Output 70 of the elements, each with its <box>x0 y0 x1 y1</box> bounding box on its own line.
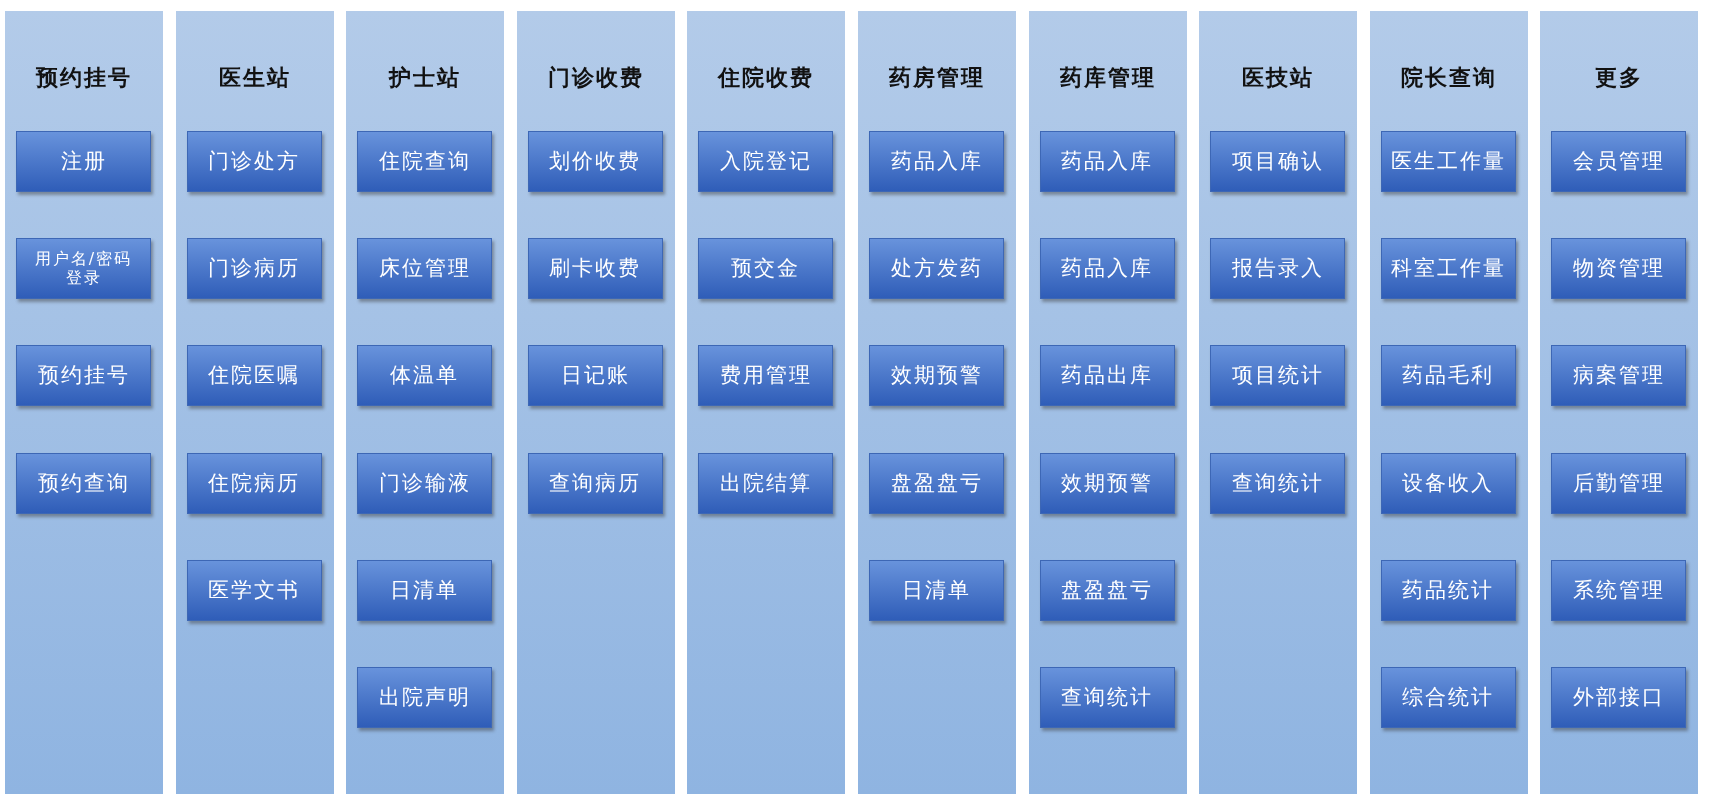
menu-button: 物资管理 <box>1551 238 1687 299</box>
menu-button: 科室工作量 <box>1380 238 1516 299</box>
column-heading: 药库管理 <box>1058 64 1157 92</box>
menu-button: 项目确认 <box>1210 131 1346 192</box>
column-heading: 住院收费 <box>716 64 816 92</box>
column-panel <box>1199 11 1358 794</box>
menu-button: 药品入库 <box>1039 131 1175 192</box>
menu-button: 查询病历 <box>527 453 663 514</box>
column-heading: 门诊收费 <box>546 64 645 92</box>
menu-button: 药品入库 <box>1039 238 1175 299</box>
column-heading: 院长查询 <box>1399 64 1498 92</box>
menu-button: 查询统计 <box>1210 453 1346 514</box>
menu-button: 医生工作量 <box>1380 131 1516 192</box>
menu-button: 药品统计 <box>1380 560 1516 621</box>
menu-button: 综合统计 <box>1380 667 1516 728</box>
menu-button: 日清单 <box>869 560 1004 621</box>
column-panel <box>175 11 334 794</box>
column-panel <box>1369 11 1528 794</box>
column-panel <box>516 11 675 794</box>
menu-button: 住院医嘱 <box>186 345 322 406</box>
menu-button: 预约挂号 <box>16 345 151 406</box>
menu-button: 设备收入 <box>1380 453 1516 514</box>
menu-button: 用户名/密码登录 <box>16 238 151 299</box>
menu-button: 药品毛利 <box>1380 345 1516 406</box>
column-panel <box>346 11 505 794</box>
menu-button: 报告录入 <box>1210 238 1346 299</box>
menu-button: 查询统计 <box>1039 667 1175 728</box>
menu-button: 费用管理 <box>698 345 834 406</box>
menu-button: 门诊病历 <box>186 238 322 299</box>
menu-button: 划价收费 <box>527 131 663 192</box>
menu-button: 住院查询 <box>357 131 493 192</box>
menu-button: 外部接口 <box>1551 667 1687 728</box>
column-heading: 预约挂号 <box>34 64 133 92</box>
column-panel <box>858 11 1016 794</box>
menu-button: 盘盈盘亏 <box>1039 560 1175 621</box>
menu-button: 预约查询 <box>16 453 151 514</box>
menu-button: 病案管理 <box>1551 345 1687 406</box>
menu-button: 预交金 <box>698 238 834 299</box>
menu-button: 效期预警 <box>869 345 1004 406</box>
menu-button: 注册 <box>16 131 151 192</box>
menu-button: 体温单 <box>357 345 493 406</box>
menu-button: 出院声明 <box>357 667 493 728</box>
menu-button: 系统管理 <box>1551 560 1687 621</box>
menu-button: 处方发药 <box>869 238 1004 299</box>
menu-button: 项目统计 <box>1210 345 1346 406</box>
column-heading: 医技站 <box>1241 64 1316 92</box>
column-panel <box>1540 11 1699 794</box>
menu-button: 门诊输液 <box>357 453 493 514</box>
menu-button: 日清单 <box>357 560 493 621</box>
menu-button: 医学文书 <box>186 560 322 621</box>
column-panel <box>5 11 163 794</box>
column-heading: 护士站 <box>387 64 463 92</box>
menu-button: 效期预警 <box>1039 453 1175 514</box>
column-heading: 更多 <box>1594 64 1645 92</box>
menu-button: 住院病历 <box>186 453 322 514</box>
menu-button: 会员管理 <box>1551 131 1687 192</box>
menu-button: 后勤管理 <box>1551 453 1687 514</box>
menu-button: 入院登记 <box>698 131 834 192</box>
menu-button: 刷卡收费 <box>527 238 663 299</box>
column-panel <box>687 11 846 794</box>
menu-button: 床位管理 <box>357 238 493 299</box>
menu-button: 药品出库 <box>1039 345 1175 406</box>
column-heading: 医生站 <box>217 64 292 92</box>
menu-button: 出院结算 <box>698 453 834 514</box>
menu-button: 盘盈盘亏 <box>869 453 1004 514</box>
column-panel <box>1028 11 1187 794</box>
column-heading: 药房管理 <box>888 64 986 92</box>
menu-button: 门诊处方 <box>186 131 322 192</box>
menu-button: 药品入库 <box>869 131 1004 192</box>
menu-button: 日记账 <box>527 345 663 406</box>
